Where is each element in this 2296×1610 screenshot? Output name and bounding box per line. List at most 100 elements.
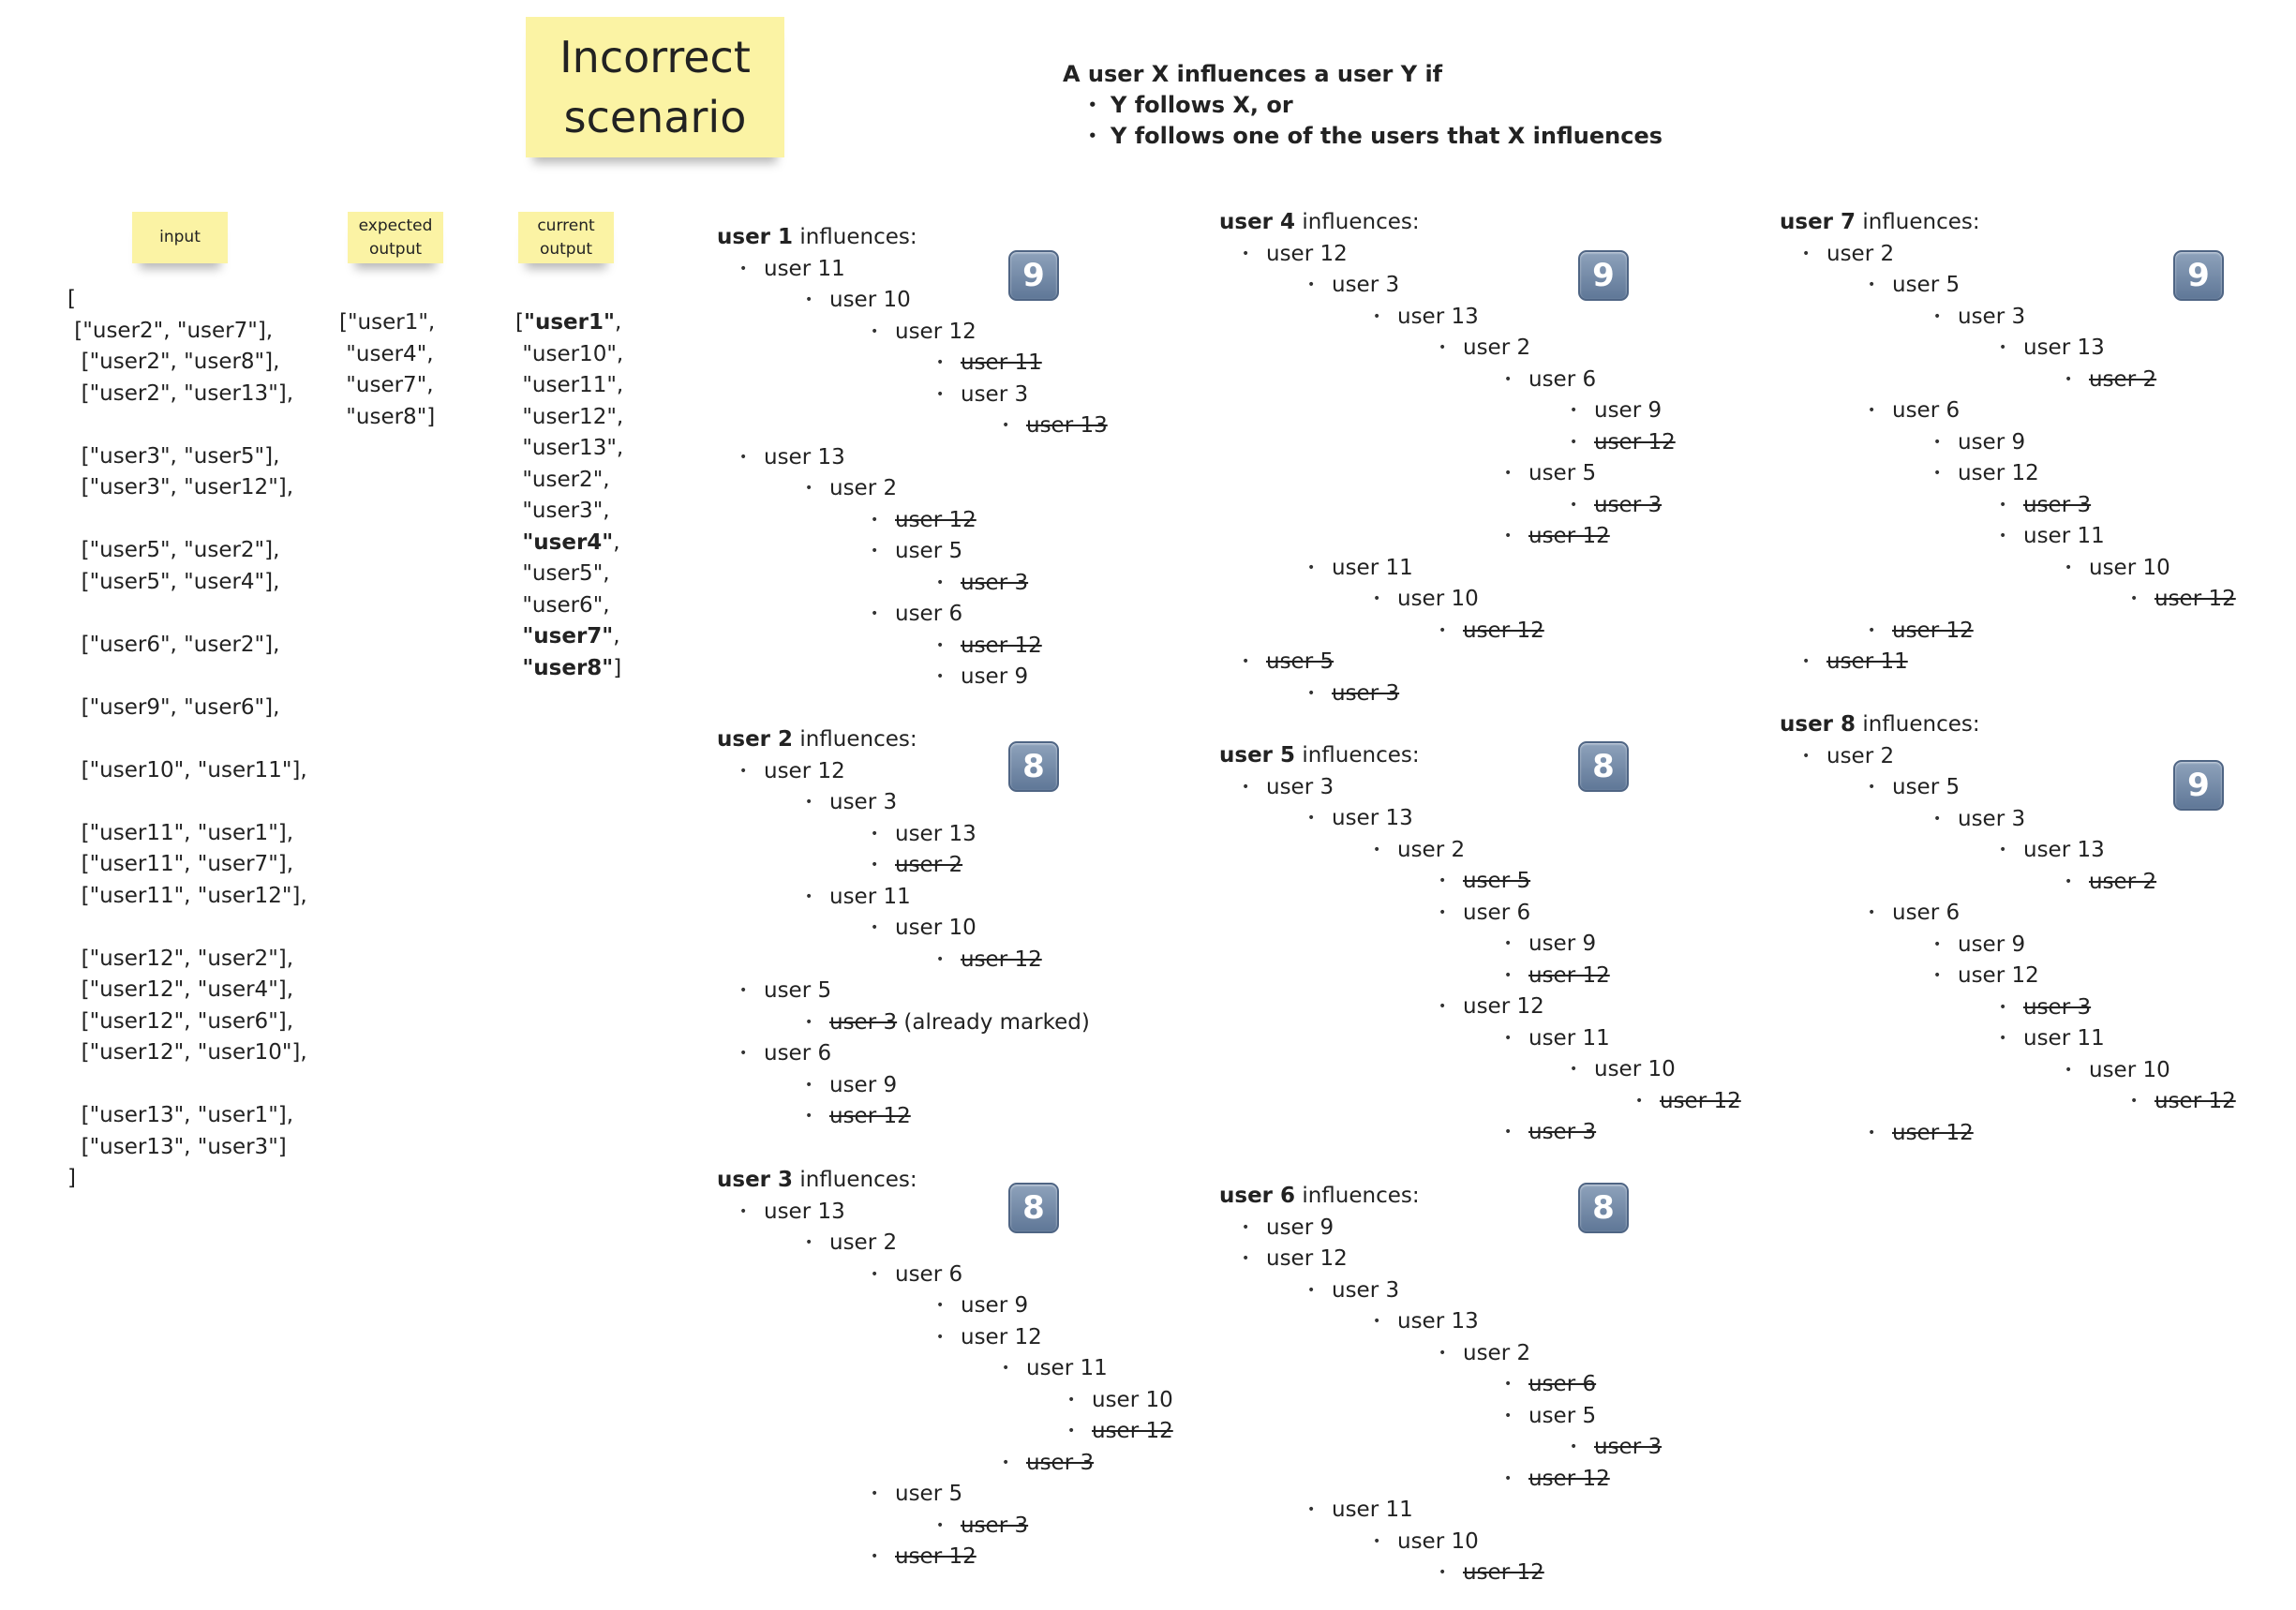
- tree-node: user 13: [1999, 835, 2236, 867]
- input-note-label: input: [159, 228, 201, 246]
- current-note-line: output: [539, 239, 593, 259]
- tree-node-label: user 2: [829, 476, 898, 500]
- tree-node-visited: user 12: [1635, 1086, 1741, 1118]
- tree-node: user 5: [1504, 458, 1676, 490]
- tree-node-label: user 12: [1892, 618, 1974, 643]
- tree-node-label: user 12: [1463, 994, 1544, 1019]
- tree-node-visited: user 3 (already marked): [805, 1007, 1090, 1039]
- tree-node-visited: user 2: [2065, 365, 2236, 396]
- tree-node-label: user 3: [1594, 1435, 1662, 1459]
- tree-node-label: user 12: [1958, 461, 2039, 485]
- tree-node-label: user 5: [1528, 1403, 1597, 1428]
- tree-node-label: user 11: [2023, 524, 2105, 548]
- tree-node: user 12: [871, 317, 1108, 349]
- tree-header: user 8 influences:: [1780, 709, 2236, 741]
- tree-node: user 6: [871, 1260, 1173, 1291]
- tree-node: user 13: [739, 1197, 1173, 1229]
- tree-node-label: user 12: [2154, 587, 2236, 611]
- tree-node: user 11: [1999, 521, 2236, 553]
- tree-node: user 11: [1307, 1495, 1662, 1527]
- input-line: ["user10", "user11"],: [67, 757, 307, 783]
- tree-node: user 11: [1504, 1023, 1741, 1055]
- expected-output-array: ["user1", "user4", "user7", "user8"]: [339, 307, 435, 433]
- tree-node-label: user 13: [2023, 838, 2105, 862]
- tree-node-visited: user 2: [871, 850, 1090, 882]
- tree-node-label: user 3: [961, 381, 1029, 407]
- tree-node-visited: user 12: [1504, 961, 1741, 992]
- tree-node-label: user 6: [895, 1261, 963, 1287]
- count-badge-user3: 8: [1008, 1183, 1059, 1233]
- tree-node-visited: user 3: [1002, 1448, 1173, 1480]
- input-line: [67, 661, 307, 693]
- tree-node-label: user 12: [961, 1324, 1042, 1349]
- tree-node-label: user 11: [1026, 1356, 1108, 1380]
- tree-node: user 6: [739, 1038, 1090, 1070]
- tree-node-label: user 3: [1266, 774, 1334, 799]
- tree-node-label: user 3: [1332, 273, 1400, 297]
- tree-node: user 2: [1802, 239, 2236, 271]
- tree-node-label: user 3: [1594, 492, 1662, 517]
- tree-node-label: user 9: [1266, 1215, 1334, 1240]
- tree-node: user 10: [1570, 1054, 1741, 1086]
- tree-node-label: user 3: [1528, 1120, 1597, 1144]
- current-output-value-highlighted: "user8": [522, 655, 614, 680]
- tree-node: user 10: [1067, 1385, 1173, 1417]
- tree-node-visited: user 3: [1999, 490, 2236, 522]
- tree-root-user: user 7: [1780, 210, 1856, 234]
- tree-node-visited: user 3: [1504, 1117, 1741, 1149]
- tree-node-label: user 9: [961, 1293, 1029, 1318]
- tree-node-label: user 11: [1332, 555, 1413, 580]
- current-output-value-highlighted: "user7": [522, 624, 614, 648]
- tree-node-visited: user 3: [1307, 678, 1676, 710]
- count-badge-user7: 9: [2173, 250, 2224, 301]
- tree-node-label: user 10: [895, 916, 977, 940]
- tree-node-visited: user 12: [1504, 1464, 1662, 1496]
- tree-node-visited: user 5: [1242, 647, 1676, 678]
- count-badge-user5: 8: [1578, 741, 1629, 792]
- input-line: [: [67, 287, 76, 311]
- tree-node-label: user 2: [2089, 869, 2157, 894]
- tree-node-label: user 10: [2089, 1057, 2170, 1082]
- expected-note-line: output: [368, 239, 423, 259]
- count-badge-user4: 9: [1578, 250, 1629, 301]
- tree-node: user 6: [1868, 898, 2236, 930]
- tree-node-visited: user 12: [871, 1542, 1173, 1573]
- tree-node-label: user 11: [1332, 1498, 1413, 1522]
- expected-output-sticky-note: expected output: [348, 212, 443, 263]
- current-output-line: ["user1",: [515, 310, 622, 335]
- expected-output-line: "user4",: [339, 341, 434, 366]
- current-output-line: "user8"]: [522, 655, 622, 680]
- tree-node-label: user 5: [1528, 461, 1597, 485]
- tree-node-label: user 6: [1463, 900, 1531, 925]
- tree-node-label: user 9: [1594, 398, 1662, 423]
- tree-header: user 7 influences:: [1780, 207, 2236, 239]
- tree-node-label: user 13: [1397, 1309, 1479, 1334]
- tree-node: user 5: [1868, 772, 2236, 804]
- tree-node-label: user 12: [895, 1544, 977, 1569]
- tree-node-label: user 6: [1528, 1372, 1597, 1396]
- tree-node-visited: user 12: [1504, 521, 1676, 553]
- tree-node: user 2: [1373, 835, 1741, 867]
- tree-node: user 12: [936, 1322, 1173, 1354]
- tree-header: user 1 influences:: [717, 222, 1108, 254]
- tree-node-label: user 12: [1892, 1120, 1974, 1145]
- tree-node: user 10: [805, 285, 1108, 317]
- tree-node-label: user 3: [2023, 994, 2092, 1020]
- tree-root-user: user 3: [717, 1168, 794, 1192]
- count-badge-user2: 8: [1008, 741, 1059, 792]
- tree-node: user 13: [871, 819, 1090, 851]
- title-line-2: scenario: [563, 92, 747, 142]
- current-output-line: "user3",: [515, 496, 623, 528]
- current-output-value: "user12",: [522, 404, 624, 429]
- tree-node-visited: user 12: [1868, 616, 2236, 648]
- tree-node-label: user 12: [1528, 524, 1610, 548]
- tree-node: user 9: [805, 1070, 1090, 1102]
- tree-node: user 10: [2065, 553, 2236, 585]
- tree-node-label: user 12: [895, 319, 977, 344]
- tree-node: user 3: [1307, 270, 1676, 302]
- current-output-value: "user11",: [522, 373, 624, 397]
- tree-node-label: user 6: [764, 1041, 832, 1066]
- tree-node: user 5: [1504, 1401, 1662, 1433]
- current-output-line: "user5",: [515, 559, 623, 590]
